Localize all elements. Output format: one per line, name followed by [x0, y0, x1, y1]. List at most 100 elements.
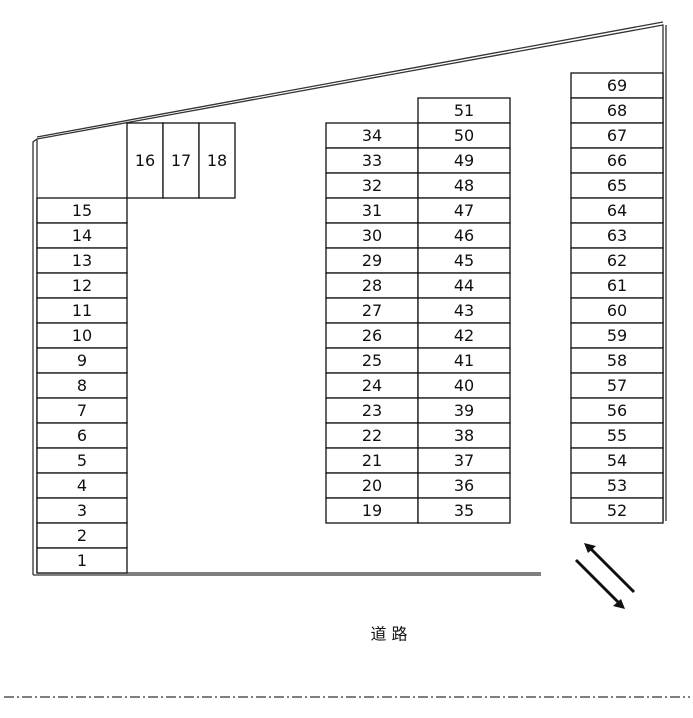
parking-stall-9: 9	[36, 347, 128, 374]
stall-number: 57	[607, 376, 627, 395]
parking-stall-54: 54	[570, 447, 664, 474]
stall-number: 61	[607, 276, 627, 295]
stall-number: 54	[607, 451, 627, 470]
parking-stall-28: 28	[325, 272, 419, 299]
parking-stall-62: 62	[570, 247, 664, 274]
stall-number: 15	[72, 201, 92, 220]
parking-stall-60: 60	[570, 297, 664, 324]
parking-stall-44: 44	[417, 272, 511, 299]
parking-stall-27: 27	[325, 297, 419, 324]
stall-number: 29	[362, 251, 382, 270]
stall-number: 13	[72, 251, 92, 270]
stall-number: 17	[171, 151, 191, 170]
stall-number: 43	[454, 301, 474, 320]
stall-number: 26	[362, 326, 382, 345]
parking-stall-21: 21	[325, 447, 419, 474]
stall-number: 4	[77, 476, 87, 495]
stall-number: 36	[454, 476, 474, 495]
parking-stall-58: 58	[570, 347, 664, 374]
stall-number: 59	[607, 326, 627, 345]
parking-stall-24: 24	[325, 372, 419, 399]
parking-stall-3: 3	[36, 497, 128, 524]
parking-stall-46: 46	[417, 222, 511, 249]
parking-stall-2: 2	[36, 522, 128, 549]
stall-number: 47	[454, 201, 474, 220]
stall-number: 63	[607, 226, 627, 245]
parking-stall-66: 66	[570, 147, 664, 174]
stall-number: 5	[77, 451, 87, 470]
stall-number: 25	[362, 351, 382, 370]
parking-stall-35: 35	[417, 497, 511, 524]
stall-number: 40	[454, 376, 474, 395]
parking-stall-51: 51	[417, 97, 511, 124]
stall-number: 2	[77, 526, 87, 545]
stall-number: 21	[362, 451, 382, 470]
stall-number: 9	[77, 351, 87, 370]
parking-stall-16: 16	[126, 122, 164, 199]
parking-stall-6: 6	[36, 422, 128, 449]
parking-stall-25: 25	[325, 347, 419, 374]
parking-stall-18: 18	[198, 122, 236, 199]
parking-stall-69: 69	[570, 72, 664, 99]
parking-stall-59: 59	[570, 322, 664, 349]
stall-number: 10	[72, 326, 92, 345]
parking-stall-47: 47	[417, 197, 511, 224]
parking-stall-41: 41	[417, 347, 511, 374]
stall-number: 62	[607, 251, 627, 270]
parking-stall-65: 65	[570, 172, 664, 199]
stall-number: 18	[207, 151, 227, 170]
parking-stall-12: 12	[36, 272, 128, 299]
stall-number: 34	[362, 126, 382, 145]
stall-number: 46	[454, 226, 474, 245]
stall-number: 1	[77, 551, 87, 570]
stall-number: 11	[72, 301, 92, 320]
stall-number: 53	[607, 476, 627, 495]
stall-number: 68	[607, 101, 627, 120]
parking-stall-17: 17	[162, 122, 200, 199]
stall-number: 42	[454, 326, 474, 345]
parking-stall-32: 32	[325, 172, 419, 199]
stall-number: 35	[454, 501, 474, 520]
stall-number: 45	[454, 251, 474, 270]
stall-number: 49	[454, 151, 474, 170]
stall-number: 60	[607, 301, 627, 320]
parking-stall-8: 8	[36, 372, 128, 399]
parking-stall-10: 10	[36, 322, 128, 349]
parking-stall-43: 43	[417, 297, 511, 324]
parking-stall-33: 33	[325, 147, 419, 174]
road-label: 道 路	[370, 625, 407, 644]
two-way-arrow-icon	[574, 543, 636, 609]
stall-number: 16	[135, 151, 155, 170]
stall-number: 48	[454, 176, 474, 195]
parking-stall-53: 53	[570, 472, 664, 499]
parking-stall-56: 56	[570, 397, 664, 424]
parking-stall-52: 52	[570, 497, 664, 524]
parking-stall-36: 36	[417, 472, 511, 499]
stall-number: 52	[607, 501, 627, 520]
parking-stall-42: 42	[417, 322, 511, 349]
stall-number: 33	[362, 151, 382, 170]
stall-number: 32	[362, 176, 382, 195]
parking-stall-68: 68	[570, 97, 664, 124]
parking-stall-49: 49	[417, 147, 511, 174]
stall-number: 23	[362, 401, 382, 420]
parking-stall-34: 34	[325, 122, 419, 149]
stall-number: 50	[454, 126, 474, 145]
parking-stall-5: 5	[36, 447, 128, 474]
parking-stall-40: 40	[417, 372, 511, 399]
stall-number: 66	[607, 151, 627, 170]
stall-number: 12	[72, 276, 92, 295]
parking-stall-67: 67	[570, 122, 664, 149]
stall-number: 3	[77, 501, 87, 520]
parking-stall-45: 45	[417, 247, 511, 274]
parking-stall-4: 4	[36, 472, 128, 499]
stall-number: 41	[454, 351, 474, 370]
stall-number: 55	[607, 426, 627, 445]
stall-number: 69	[607, 76, 627, 95]
parking-stall-39: 39	[417, 397, 511, 424]
stall-number: 39	[454, 401, 474, 420]
parking-stall-31: 31	[325, 197, 419, 224]
stall-number: 6	[77, 426, 87, 445]
parking-stall-15: 15	[36, 197, 128, 224]
